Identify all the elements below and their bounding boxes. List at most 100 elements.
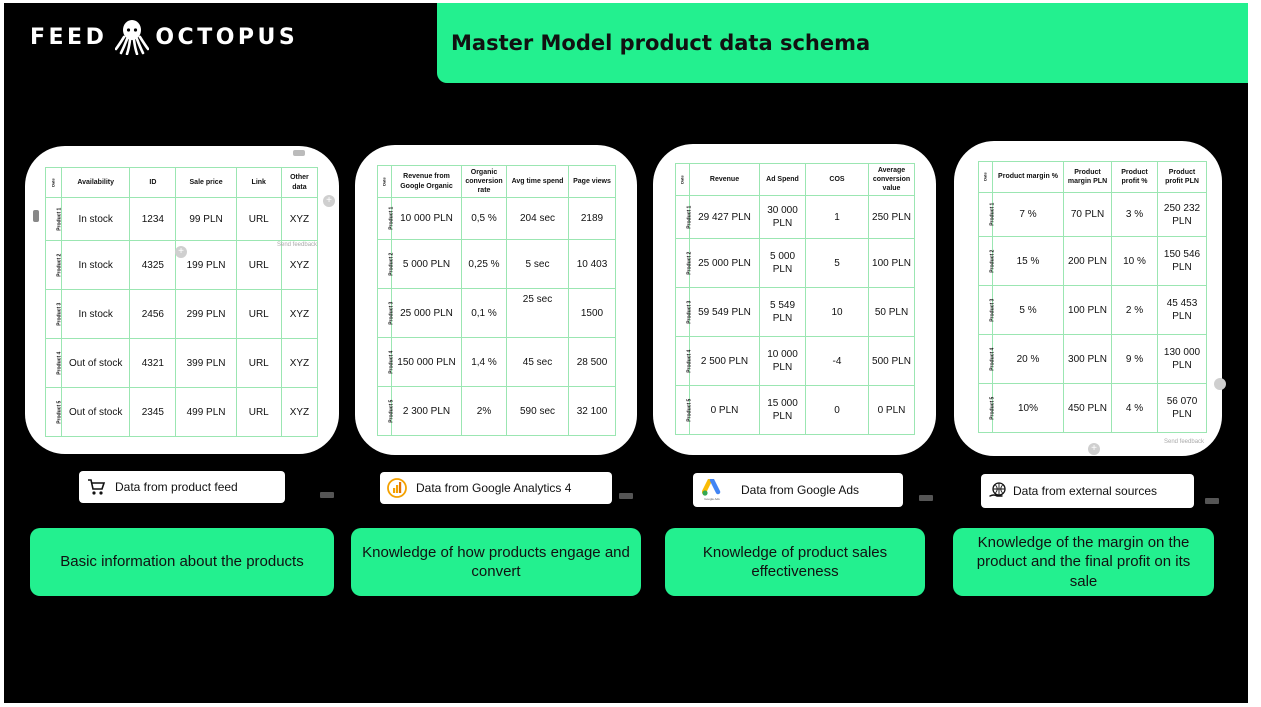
- table-cell: 59 549 PLN: [689, 287, 760, 337]
- send-feedback-link[interactable]: Send feedback: [277, 242, 318, 248]
- table-row: Product 2 25 000 PLN 5 000 PLN 5 100 PLN: [675, 238, 915, 288]
- table-cell: 45 453 PLN: [1157, 285, 1207, 335]
- table-cell: 499 PLN: [175, 387, 237, 437]
- column-header: Product margin %: [992, 161, 1064, 193]
- table-cell: XYZ: [280, 289, 319, 339]
- column-header: Avg time spend: [506, 165, 569, 198]
- source-google-analytics: Data from Google Analytics 4: [380, 472, 612, 504]
- row-label: Product 4: [377, 337, 394, 387]
- row-label: Product 2: [377, 239, 394, 289]
- column-header: Other data: [280, 167, 319, 198]
- table-cell: 45 sec: [506, 337, 569, 387]
- table-header-row: Date Revenue from Google Organic Organic…: [377, 165, 616, 198]
- source-external: Data from external sources: [981, 474, 1194, 508]
- table-row: Product 4 Out of stock 4321 399 PLN URL …: [44, 338, 319, 388]
- column-header: Revenue: [689, 163, 760, 196]
- add-icon[interactable]: +: [1088, 443, 1100, 455]
- cart-icon: [85, 476, 107, 498]
- table-cell: URL: [235, 289, 282, 339]
- table-cell: 500 PLN: [868, 336, 915, 386]
- table-cell: URL: [235, 387, 282, 437]
- globe-hand-icon: [987, 480, 1009, 502]
- table-row: Product 4 2 500 PLN 10 000 PLN -4 500 PL…: [675, 336, 915, 386]
- google-ads-icon: Google Ads: [701, 479, 723, 501]
- table-cell: 1: [805, 195, 869, 239]
- google-ads-table-card: Date Revenue Ad Spend COS Average conver…: [653, 144, 936, 455]
- table-cell: 0,5 %: [461, 197, 507, 240]
- table-cell: 2189: [568, 197, 616, 240]
- row-label: Product 1: [377, 197, 394, 240]
- product-feed-table: Date Availability ID Sale price Link Oth…: [44, 167, 319, 437]
- table-cell: 1500: [568, 288, 616, 338]
- table-row: Product 1 29 427 PLN 30 000 PLN 1 250 PL…: [675, 195, 915, 239]
- table-cell: 300 PLN: [1063, 334, 1112, 384]
- table-cell: URL: [235, 240, 282, 290]
- table-cell: 25 000 PLN: [689, 238, 760, 288]
- description-engagement: Knowledge of how products engage and con…: [351, 528, 641, 596]
- table-row: Product 3 25 000 PLN 0,1 % 25 sec 1500: [377, 288, 616, 338]
- row-label: Product 3: [377, 288, 394, 338]
- page-title: Master Model product data schema: [451, 31, 871, 55]
- table-cell: 0: [805, 385, 869, 435]
- table-row: Product 5 10% 450 PLN 4 % 56 070 PLN: [978, 383, 1207, 433]
- drag-handle[interactable]: [919, 495, 933, 501]
- table-row: Product 5 0 PLN 15 000 PLN 0 0 PLN: [675, 385, 915, 435]
- table-cell: 450 PLN: [1063, 383, 1112, 433]
- drag-handle[interactable]: [619, 493, 633, 499]
- table-row: Product 3 59 549 PLN 5 549 PLN 10 50 PLN: [675, 287, 915, 337]
- description-basic-info: Basic information about the products: [30, 528, 334, 596]
- logo-word-octopus: OCTOPUS: [155, 24, 299, 50]
- table-row: Product 5 2 300 PLN 2% 590 sec 32 100: [377, 386, 616, 436]
- table-cell: 9 %: [1111, 334, 1158, 384]
- column-header: Ad Spend: [759, 163, 806, 196]
- handle-icon[interactable]: [293, 150, 305, 156]
- scroll-handle-icon[interactable]: [1214, 378, 1226, 390]
- table-cell: 10%: [992, 383, 1064, 433]
- source-label: Data from external sources: [1013, 484, 1158, 498]
- google-ads-caption: Google Ads: [704, 497, 720, 501]
- add-icon[interactable]: +: [323, 195, 335, 207]
- row-label: Product 3: [44, 289, 62, 339]
- corner-header: Date: [978, 161, 993, 193]
- table-cell: XYZ: [280, 338, 319, 388]
- table-cell: 100 PLN: [868, 238, 915, 288]
- row-label: Product 1: [675, 195, 692, 239]
- table-row: Product 4 20 % 300 PLN 9 % 130 000 PLN: [978, 334, 1207, 384]
- drag-handle[interactable]: [320, 492, 334, 498]
- table-cell: 10 %: [1111, 236, 1158, 286]
- table-row: Product 5 Out of stock 2345 499 PLN URL …: [44, 387, 319, 437]
- add-icon[interactable]: +: [175, 246, 187, 258]
- source-google-ads: Google Ads Data from Google Ads: [693, 473, 903, 507]
- table-cell: 250 232 PLN: [1157, 192, 1207, 237]
- row-label: Product 2: [44, 240, 62, 290]
- google-analytics-table: Date Revenue from Google Organic Organic…: [377, 165, 616, 436]
- google-analytics-table-card: Date Revenue from Google Organic Organic…: [355, 145, 637, 455]
- table-cell: 4325: [129, 240, 177, 290]
- table-cell: 0,1 %: [461, 288, 507, 338]
- title-bar: Master Model product data schema: [437, 3, 1248, 83]
- row-label: Product 5: [44, 387, 62, 437]
- column-header: COS: [805, 163, 869, 196]
- logo-word-feed: FEED: [30, 24, 108, 50]
- table-row: Product 3 5 % 100 PLN 2 % 45 453 PLN: [978, 285, 1207, 335]
- table-cell: 56 070 PLN: [1157, 383, 1207, 433]
- table-cell: 2%: [461, 386, 507, 436]
- drag-handle[interactable]: [1205, 498, 1219, 504]
- table-cell: 204 sec: [506, 197, 569, 240]
- table-cell: 5: [805, 238, 869, 288]
- handle-icon[interactable]: [33, 210, 39, 222]
- row-label: Product 3: [978, 285, 995, 335]
- table-cell: 15 000 PLN: [759, 385, 806, 435]
- table-cell: In stock: [61, 289, 131, 339]
- table-cell: 7 %: [992, 192, 1064, 237]
- send-feedback-link[interactable]: Send feedback: [1164, 439, 1205, 445]
- corner-header: Date: [675, 163, 690, 196]
- table-cell: 25 000 PLN: [391, 288, 462, 338]
- table-row: Product 1 10 000 PLN 0,5 % 204 sec 2189: [377, 197, 616, 240]
- table-cell: 5 549 PLN: [759, 287, 806, 337]
- table-cell: XYZ: [280, 387, 319, 437]
- table-cell: Out of stock: [61, 387, 131, 437]
- column-header: Organic conversion rate: [461, 165, 507, 198]
- row-label: Product 5: [675, 385, 692, 435]
- table-cell: 5 000 PLN: [759, 238, 806, 288]
